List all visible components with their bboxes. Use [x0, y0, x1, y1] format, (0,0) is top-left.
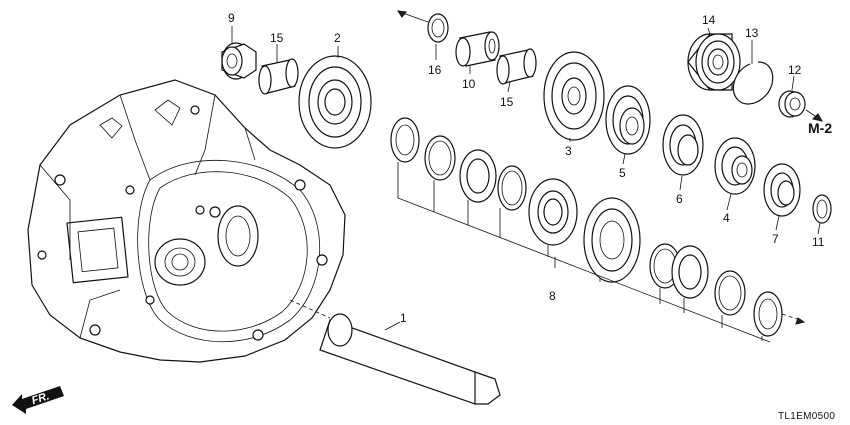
- collar-part-9: [221, 42, 257, 80]
- reference-label: M-2: [808, 120, 832, 136]
- callout-16: 16: [428, 63, 442, 77]
- sleeve-part-10: [455, 31, 500, 67]
- diagram-code: TL1EM0500: [778, 411, 835, 422]
- transmission-housing: [27, 79, 346, 363]
- snap-ring-part-13: [732, 61, 774, 105]
- callout-labels: 9 15 2 16 10 15 3 5 6 4 7 11 14 13 12 8 …: [228, 11, 825, 325]
- needle-bearing-part-15-left: [258, 58, 299, 95]
- ring-part-11: [812, 194, 832, 224]
- callout-5: 5: [619, 166, 626, 180]
- callout-12: 12: [788, 63, 802, 77]
- mainshaft-part-1: [289, 299, 501, 405]
- callout-7: 7: [772, 232, 779, 246]
- callout-leaders: [231, 26, 821, 331]
- ring-part-16: [396, 10, 449, 43]
- callout-3: 3: [565, 144, 572, 158]
- assembly-bracket-lines: [397, 162, 771, 343]
- callout-11: 11: [812, 235, 825, 249]
- front-direction-arrow: FR.: [12, 386, 64, 414]
- gear-part-2: [298, 55, 372, 149]
- callout-9: 9: [228, 11, 235, 25]
- synchro-assembly-part-8: [390, 117, 806, 337]
- callout-8: 8: [549, 289, 556, 303]
- callout-14: 14: [702, 13, 716, 27]
- callout-15-right: 15: [500, 95, 514, 109]
- nut-part-12: [778, 90, 823, 122]
- callout-10: 10: [462, 77, 476, 91]
- ball-bearing-part-14: [687, 33, 741, 91]
- gear-part-7: [763, 163, 801, 217]
- gear-part-3: [543, 51, 605, 141]
- callout-15-left: 15: [270, 31, 284, 45]
- callout-1: 1: [400, 311, 407, 325]
- gear-part-5: [605, 85, 651, 155]
- needle-bearing-part-15-right: [496, 48, 537, 85]
- front-label: FR.: [30, 390, 51, 407]
- callout-2: 2: [334, 31, 341, 45]
- callout-13: 13: [745, 26, 759, 40]
- gear-part-4: [714, 137, 756, 195]
- callout-4: 4: [723, 211, 730, 225]
- callout-6: 6: [676, 192, 683, 206]
- gear-part-6: [662, 114, 704, 176]
